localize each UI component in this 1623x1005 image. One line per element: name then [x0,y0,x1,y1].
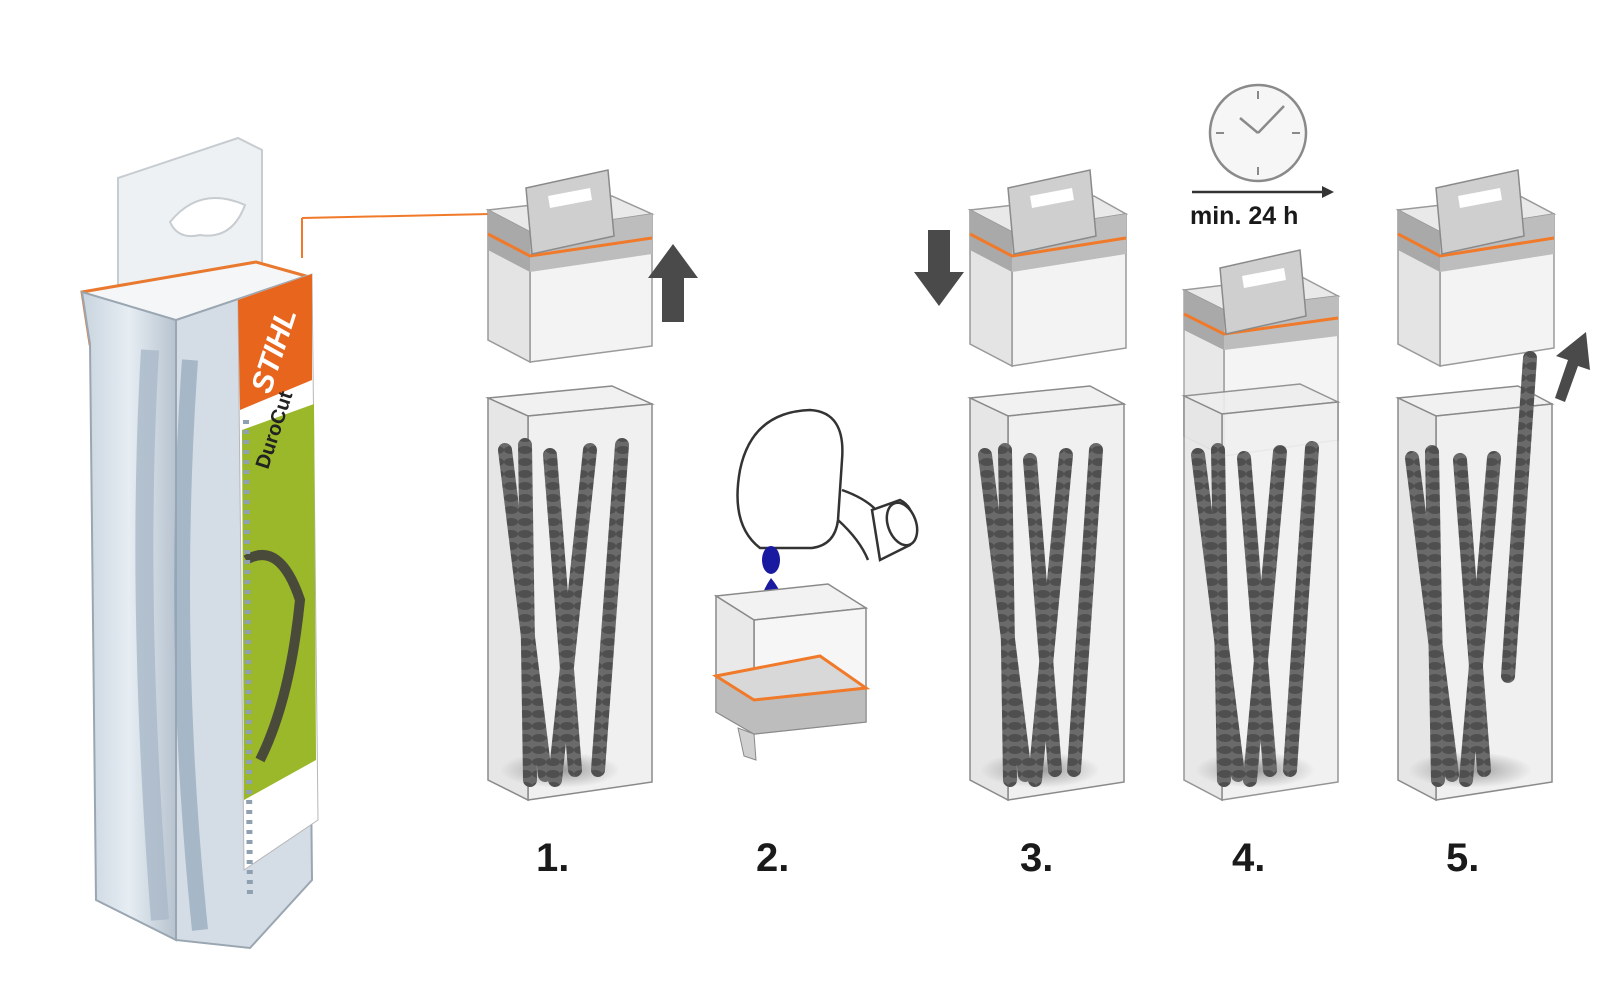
step-label-4: 4. [1232,836,1266,880]
step-3-down-arrow [914,230,964,306]
callout-line [301,213,491,258]
product-package: STIHL DuroCut [80,136,491,950]
step-3-illustration [914,169,1129,802]
faucet-icon [736,408,844,550]
step-4-illustration [1181,83,1341,802]
step-3-tube [967,385,1127,802]
step-1-lid [485,169,655,364]
step-label-3: 3. [1020,836,1054,880]
step-5-lid [1395,169,1557,368]
step-1-tube [485,385,655,802]
step-4-assembled-box [1181,249,1341,802]
clock-icon [1208,83,1308,183]
step-5-tube [1395,351,1555,802]
step-1-up-arrow [648,244,698,322]
step-3-lid [967,169,1129,368]
time-arrow-icon [1192,186,1334,198]
step-2-lid [711,583,871,761]
step-label-1: 1. [536,836,570,880]
timer-label: min. 24 h [1190,202,1299,230]
step-5-pulled-line [1501,351,1537,683]
hanger-hole [168,197,247,238]
step-1-illustration [485,169,698,802]
step-label-5: 5. [1446,836,1480,880]
step-5-up-arrow [1555,332,1590,402]
step-label-2: 2. [756,836,790,880]
step-5-illustration [1395,169,1590,802]
step-2-illustration [711,408,919,761]
